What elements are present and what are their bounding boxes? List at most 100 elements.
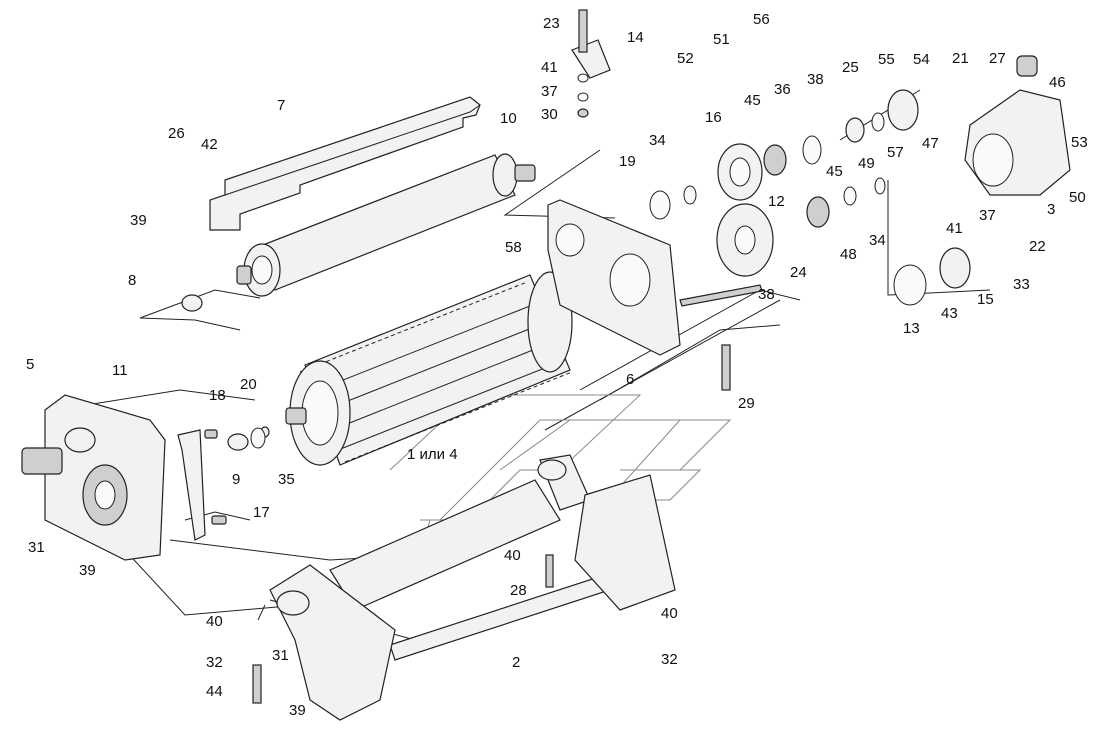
label-23: 23 [543, 15, 560, 32]
label-57: 57 [887, 144, 904, 161]
label-11: 11 [112, 362, 128, 379]
label-2: 2 [512, 654, 521, 671]
label-41b: 41 [946, 220, 963, 237]
bearing-45b [806, 196, 830, 228]
label-53: 53 [1071, 134, 1088, 151]
ring-36 [802, 135, 822, 165]
pin-44 [252, 664, 262, 704]
cap-46 [1016, 55, 1038, 77]
label-40b: 40 [661, 605, 678, 622]
label-21: 21 [952, 50, 969, 67]
label-52: 52 [677, 50, 694, 67]
label-51: 51 [713, 31, 730, 48]
label-35: 35 [278, 471, 295, 488]
gasket-13 [893, 264, 927, 306]
label-12: 12 [768, 193, 785, 210]
part-9 [227, 433, 249, 451]
label-56: 56 [753, 11, 770, 28]
label-40: 40 [504, 547, 521, 564]
label-24: 24 [790, 264, 807, 281]
label-8: 8 [128, 272, 137, 289]
roller-10 [236, 153, 536, 297]
label-38: 38 [807, 71, 824, 88]
label-14: 14 [627, 29, 644, 46]
label-25: 25 [842, 59, 859, 76]
threshing-drum [285, 271, 573, 466]
bolt-17 [211, 515, 227, 525]
label-36: 36 [774, 81, 791, 98]
label-34b: 34 [869, 232, 886, 249]
label-7: 7 [277, 97, 286, 114]
bearing-15 [939, 247, 971, 289]
label-13: 13 [903, 320, 920, 337]
label-48: 48 [840, 246, 857, 263]
label-31b: 31 [272, 647, 289, 664]
label-10: 10 [500, 110, 517, 127]
label-29: 29 [738, 395, 755, 412]
label-5: 5 [26, 356, 35, 373]
label-39b: 39 [79, 562, 96, 579]
label-39c: 39 [289, 702, 306, 719]
bracket-14 [571, 39, 611, 79]
label-31: 31 [28, 539, 45, 556]
label-15: 15 [977, 291, 994, 308]
ring-34b [874, 177, 886, 195]
pin-28 [545, 554, 554, 588]
label-32: 32 [206, 654, 223, 671]
label-40c: 40 [206, 613, 223, 630]
label-16: 16 [705, 109, 722, 126]
bolt-23 [578, 9, 588, 53]
label-28: 28 [510, 582, 527, 599]
bolt-18 [204, 429, 218, 439]
label-38b: 38 [758, 286, 775, 303]
label-27: 27 [989, 50, 1006, 67]
washer-49 [845, 117, 865, 143]
bottom-frame-2 [269, 454, 676, 721]
bolt-29 [721, 344, 731, 391]
label-39: 39 [130, 212, 147, 229]
label-9: 9 [232, 471, 241, 488]
label-3: 3 [1047, 201, 1056, 218]
label-37: 37 [541, 83, 558, 100]
label-50: 50 [1069, 189, 1086, 206]
part-35 [250, 427, 266, 449]
label-37b: 37 [979, 207, 996, 224]
label-45b: 45 [826, 163, 843, 180]
label-44: 44 [206, 683, 223, 700]
label-41: 41 [541, 59, 558, 76]
label-20: 20 [240, 376, 257, 393]
label-45: 45 [744, 92, 761, 109]
label-26: 26 [168, 125, 185, 142]
label-42: 42 [201, 136, 218, 153]
bearing-45a [763, 144, 787, 176]
cover-plate-7 [209, 96, 481, 231]
label-17: 17 [253, 504, 270, 521]
label-1-or-4: 1 или 4 [407, 446, 458, 463]
part-8 [181, 294, 203, 312]
ring-57 [871, 112, 885, 132]
label-30: 30 [541, 106, 558, 123]
label-22: 22 [1029, 238, 1046, 255]
label-34: 34 [649, 132, 666, 149]
washer-19 [649, 190, 671, 220]
scraper-11 [177, 429, 206, 541]
label-49: 49 [858, 155, 875, 172]
label-58: 58 [505, 239, 522, 256]
washer-48 [843, 186, 857, 206]
ring-34a [683, 185, 697, 205]
label-6: 6 [626, 371, 635, 388]
bearing-47 [887, 89, 919, 131]
gearbox-5 [21, 394, 166, 561]
label-18: 18 [209, 387, 226, 404]
label-43: 43 [941, 305, 958, 322]
label-55: 55 [878, 51, 895, 68]
label-33: 33 [1013, 276, 1030, 293]
shaft-38 [679, 284, 763, 307]
label-47: 47 [922, 135, 939, 152]
label-54: 54 [913, 51, 930, 68]
label-46: 46 [1049, 74, 1066, 91]
label-19: 19 [619, 153, 636, 170]
label-32b: 32 [661, 651, 678, 668]
